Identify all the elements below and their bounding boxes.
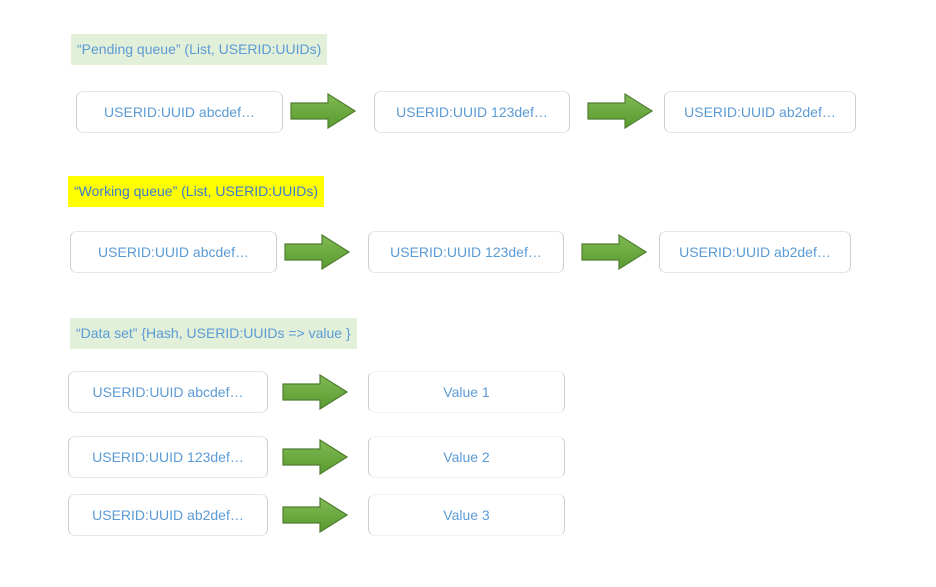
working-item-3: USERID:UUID ab2def… xyxy=(659,231,851,273)
working-item-1: USERID:UUID abcdef… xyxy=(70,231,277,273)
right-arrow-icon xyxy=(284,234,350,270)
pending-item-1: USERID:UUID abcdef… xyxy=(76,91,283,133)
right-arrow-icon xyxy=(282,374,348,410)
pending-item-2: USERID:UUID 123def… xyxy=(374,91,570,133)
dataset-key-3: USERID:UUID ab2def… xyxy=(68,494,268,536)
dataset-value-3: Value 3 xyxy=(368,494,565,536)
working-queue-label: “Working queue” (List, USERID:UUIDs) xyxy=(68,176,325,207)
dataset-key-1: USERID:UUID abcdef… xyxy=(68,371,268,413)
pending-item-3: USERID:UUID ab2def… xyxy=(664,91,856,133)
right-arrow-icon xyxy=(282,439,348,475)
right-arrow-icon xyxy=(581,234,647,270)
data-set-label: “Data set” {Hash, USERID:UUIDs => value … xyxy=(70,318,357,349)
dataset-value-2: Value 2 xyxy=(368,436,565,478)
right-arrow-icon xyxy=(282,497,348,533)
pending-queue-label: “Pending queue” (List, USERID:UUIDs) xyxy=(71,34,328,65)
working-item-2: USERID:UUID 123def… xyxy=(368,231,564,273)
right-arrow-icon xyxy=(587,93,653,129)
right-arrow-icon xyxy=(290,93,356,129)
dataset-value-1: Value 1 xyxy=(368,371,565,413)
dataset-key-2: USERID:UUID 123def… xyxy=(68,436,268,478)
